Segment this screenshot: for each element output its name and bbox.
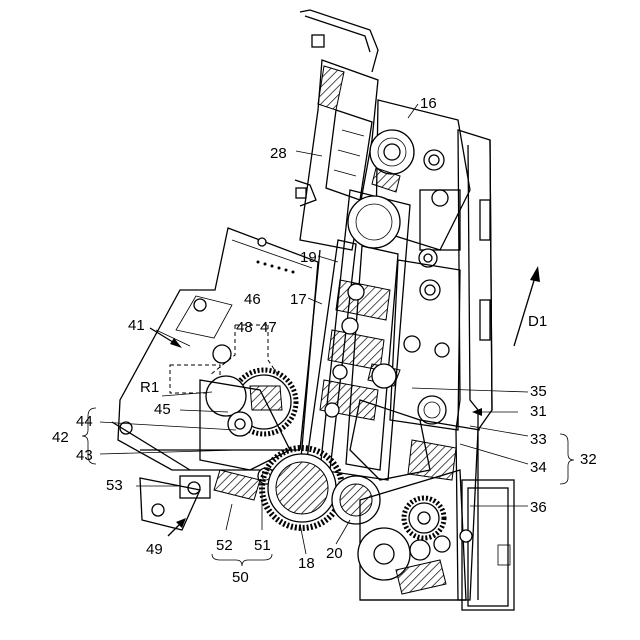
- roller-18: [262, 448, 342, 528]
- label-45: 45: [154, 401, 171, 418]
- label-28: 28: [270, 145, 287, 162]
- label-35: 35: [530, 383, 547, 400]
- label-42: 42: [52, 429, 69, 446]
- label-44: 44: [76, 413, 93, 430]
- label-16: 16: [420, 95, 437, 112]
- dotted-indicator: [257, 261, 295, 274]
- center-chute: [300, 190, 410, 480]
- label-18: 18: [298, 555, 315, 572]
- roller-20: [332, 476, 380, 524]
- label-53: 53: [106, 477, 123, 494]
- label-43: 43: [76, 447, 93, 464]
- label-17: 17: [290, 291, 307, 308]
- left-swing-unit: [112, 228, 318, 470]
- label-36: 36: [530, 499, 547, 516]
- label-51: 51: [254, 537, 271, 554]
- label-33: 33: [530, 431, 547, 448]
- label-47: 47: [260, 319, 277, 336]
- brace-50: [212, 554, 272, 566]
- label-49: 49: [146, 541, 163, 558]
- label-D1: D1: [528, 313, 547, 330]
- label-34: 34: [530, 459, 547, 476]
- label-19: 19: [300, 249, 317, 266]
- label-31: 31: [530, 403, 547, 420]
- label-48: 48: [236, 319, 253, 336]
- label-52: 52: [216, 537, 233, 554]
- label-50: 50: [232, 569, 249, 586]
- label-41: 41: [128, 317, 145, 334]
- arrow-41: [150, 328, 182, 348]
- brace-32: [560, 434, 574, 484]
- label-20: 20: [326, 545, 343, 562]
- direction-arrow-d1: [514, 266, 540, 346]
- label-46: 46: [244, 291, 261, 308]
- label-32: 32: [580, 451, 597, 468]
- label-R1: R1: [140, 379, 159, 396]
